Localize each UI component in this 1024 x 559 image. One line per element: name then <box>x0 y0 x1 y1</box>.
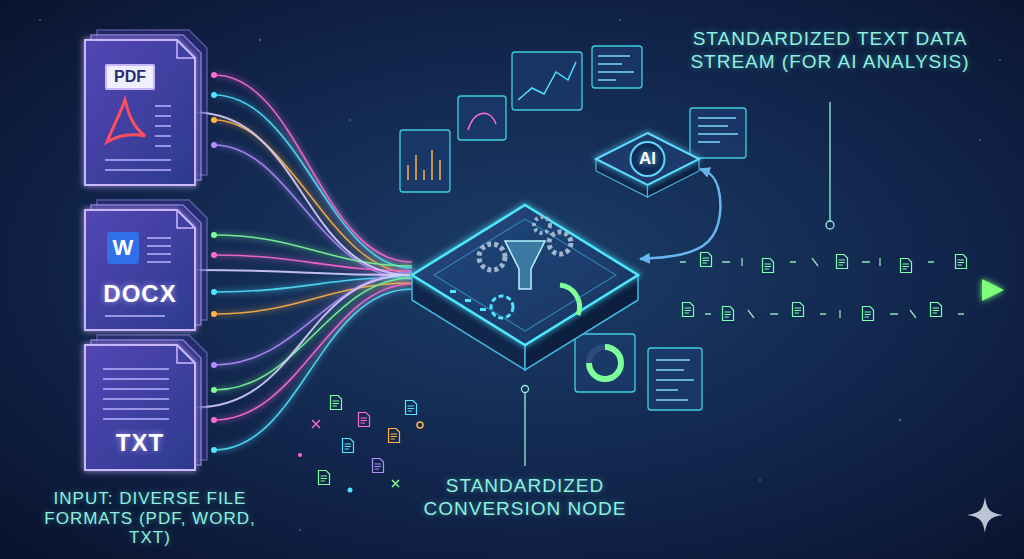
pdf-file-icon: PDF <box>85 40 195 185</box>
conversion-node: STANDARDIZED CONVERSION NODE <box>410 175 640 375</box>
txt-file-icon: TXT <box>85 345 195 470</box>
platform-outline <box>410 175 640 375</box>
file-type-label: DOCX <box>103 280 176 308</box>
docx-file-icon: W DOCX <box>85 210 195 330</box>
ai-chip: AI <box>595 125 700 205</box>
file-type-tab: PDF <box>105 64 155 90</box>
flow-line <box>195 113 410 276</box>
file-type-label: TXT <box>116 429 164 457</box>
doc-outline <box>85 210 195 330</box>
flow-line <box>195 270 410 275</box>
doc-outline <box>85 40 195 185</box>
word-logo: W <box>107 232 139 264</box>
flow-line <box>195 275 410 408</box>
ai-badge-text: AI <box>639 149 656 169</box>
node-callout: STANDARDIZED CONVERSION NODE <box>420 475 630 521</box>
input-callout: INPUT: DIVERSE FILE FORMATS (PDF, WORD, … <box>30 489 270 548</box>
output-callout: STANDARDIZED TEXT DATA STREAM (FOR AI AN… <box>650 28 1010 74</box>
